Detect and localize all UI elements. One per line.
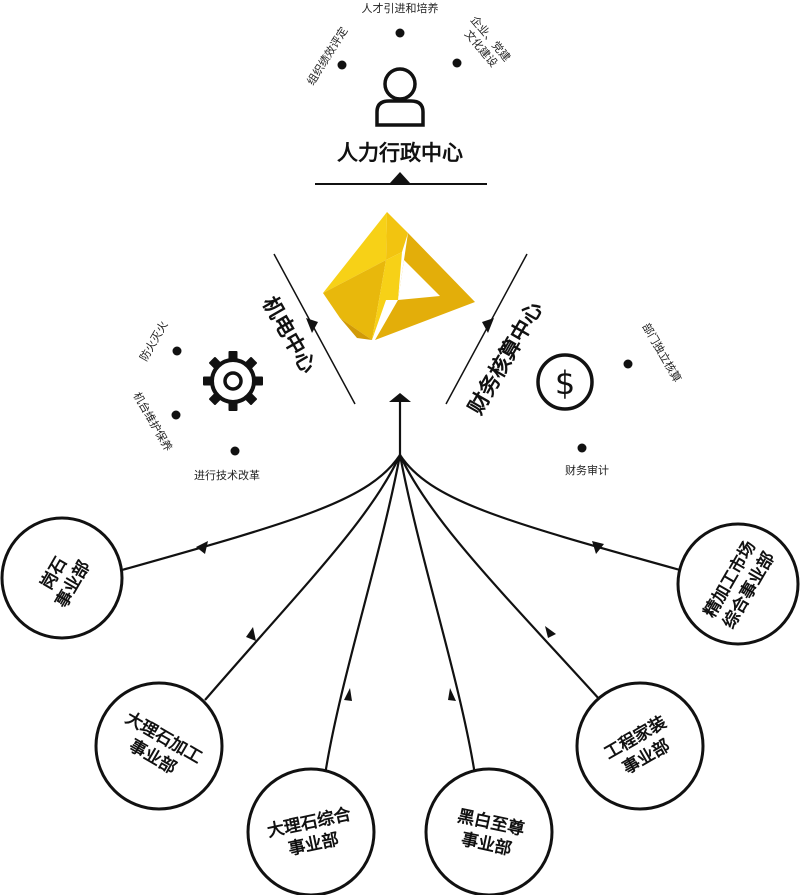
mech-center-title: 机电中心 xyxy=(258,293,321,378)
mech-center: 机电中心 防火灭火 机台维护保养 进行技术改革 xyxy=(130,293,320,483)
dollar-icon: $ xyxy=(536,353,594,411)
finance-duty-label: 部门独立核算 xyxy=(639,321,684,385)
mech-duty-label: 进行技术改革 xyxy=(194,468,260,482)
left-divider-line xyxy=(273,253,356,405)
pyramid-logo-icon xyxy=(323,212,475,340)
hr-duty-dot xyxy=(395,28,405,38)
division-node-gangshi[interactable]: 岗石 事业部 xyxy=(0,516,124,640)
arrow-black-white xyxy=(448,688,456,701)
hr-duty-dot xyxy=(337,60,347,70)
left-divider-arrow xyxy=(306,318,318,333)
connector-marble-processing xyxy=(204,454,401,701)
division-node-engineering[interactable]: 工程家装 事业部 xyxy=(575,681,705,811)
connector-fine-processing xyxy=(399,454,681,572)
arrow-engineering xyxy=(545,626,556,638)
hr-duty-dot xyxy=(452,58,462,68)
hr-duty-label: 组织绩效评定 xyxy=(304,24,351,87)
arrow-fine-processing xyxy=(592,541,604,554)
hr-divider-arrow xyxy=(390,172,410,183)
mech-duty-label: 机台维护保养 xyxy=(130,390,175,454)
arrow-gangshi xyxy=(196,541,208,554)
finance-duty-dot xyxy=(577,443,587,453)
arrow-marble-comprehensive xyxy=(344,688,352,701)
finance-center-title: 财务核算中心 xyxy=(464,297,548,418)
division-node-marble-comprehensive[interactable]: 大理石综合 事业部 xyxy=(246,767,376,895)
connector-gangshi xyxy=(121,454,401,572)
connector-arrows xyxy=(196,393,604,701)
finance-duty-label: 财务审计 xyxy=(565,463,609,477)
right-divider-arrow xyxy=(482,318,494,333)
gear-icon xyxy=(203,351,263,411)
connector-marble-comprehensive xyxy=(323,454,402,776)
division-node-fine-processing[interactable]: 精加工市场 综合事业部 xyxy=(676,522,800,646)
connector-black-white xyxy=(398,454,477,776)
division-connectors xyxy=(121,400,681,776)
division-node-black-white[interactable]: 黑白至尊 事业部 xyxy=(424,767,554,895)
user-icon xyxy=(375,67,425,127)
mech-duty-label: 防火灭火 xyxy=(136,318,170,363)
mech-duty-dot xyxy=(172,346,182,356)
division-nodes: 岗石 事业部 大理石加工 事业部 大理石综合 事业部 黑白至尊 事业部 xyxy=(0,516,800,895)
arrow-marble-processing xyxy=(246,627,256,641)
mech-duty-dot xyxy=(171,410,181,420)
hr-center-title: 人力行政中心 xyxy=(337,141,463,165)
svg-text:$: $ xyxy=(555,364,575,402)
connector-engineering xyxy=(399,454,601,701)
mech-duty-dot xyxy=(230,446,240,456)
hr-duty-label: 人才引进和培养 xyxy=(362,1,439,15)
arrow-trunk-up xyxy=(389,393,411,402)
finance-duty-dot xyxy=(623,359,633,369)
division-node-marble-processing[interactable]: 大理石加工 事业部 xyxy=(94,681,224,811)
finance-center: 财务核算中心 $ 部门独立核算 财务审计 xyxy=(464,297,685,477)
hr-center: 人力行政中心 组织绩效评定 人才引进和培养 企业、党建 文化建设 xyxy=(304,1,514,185)
